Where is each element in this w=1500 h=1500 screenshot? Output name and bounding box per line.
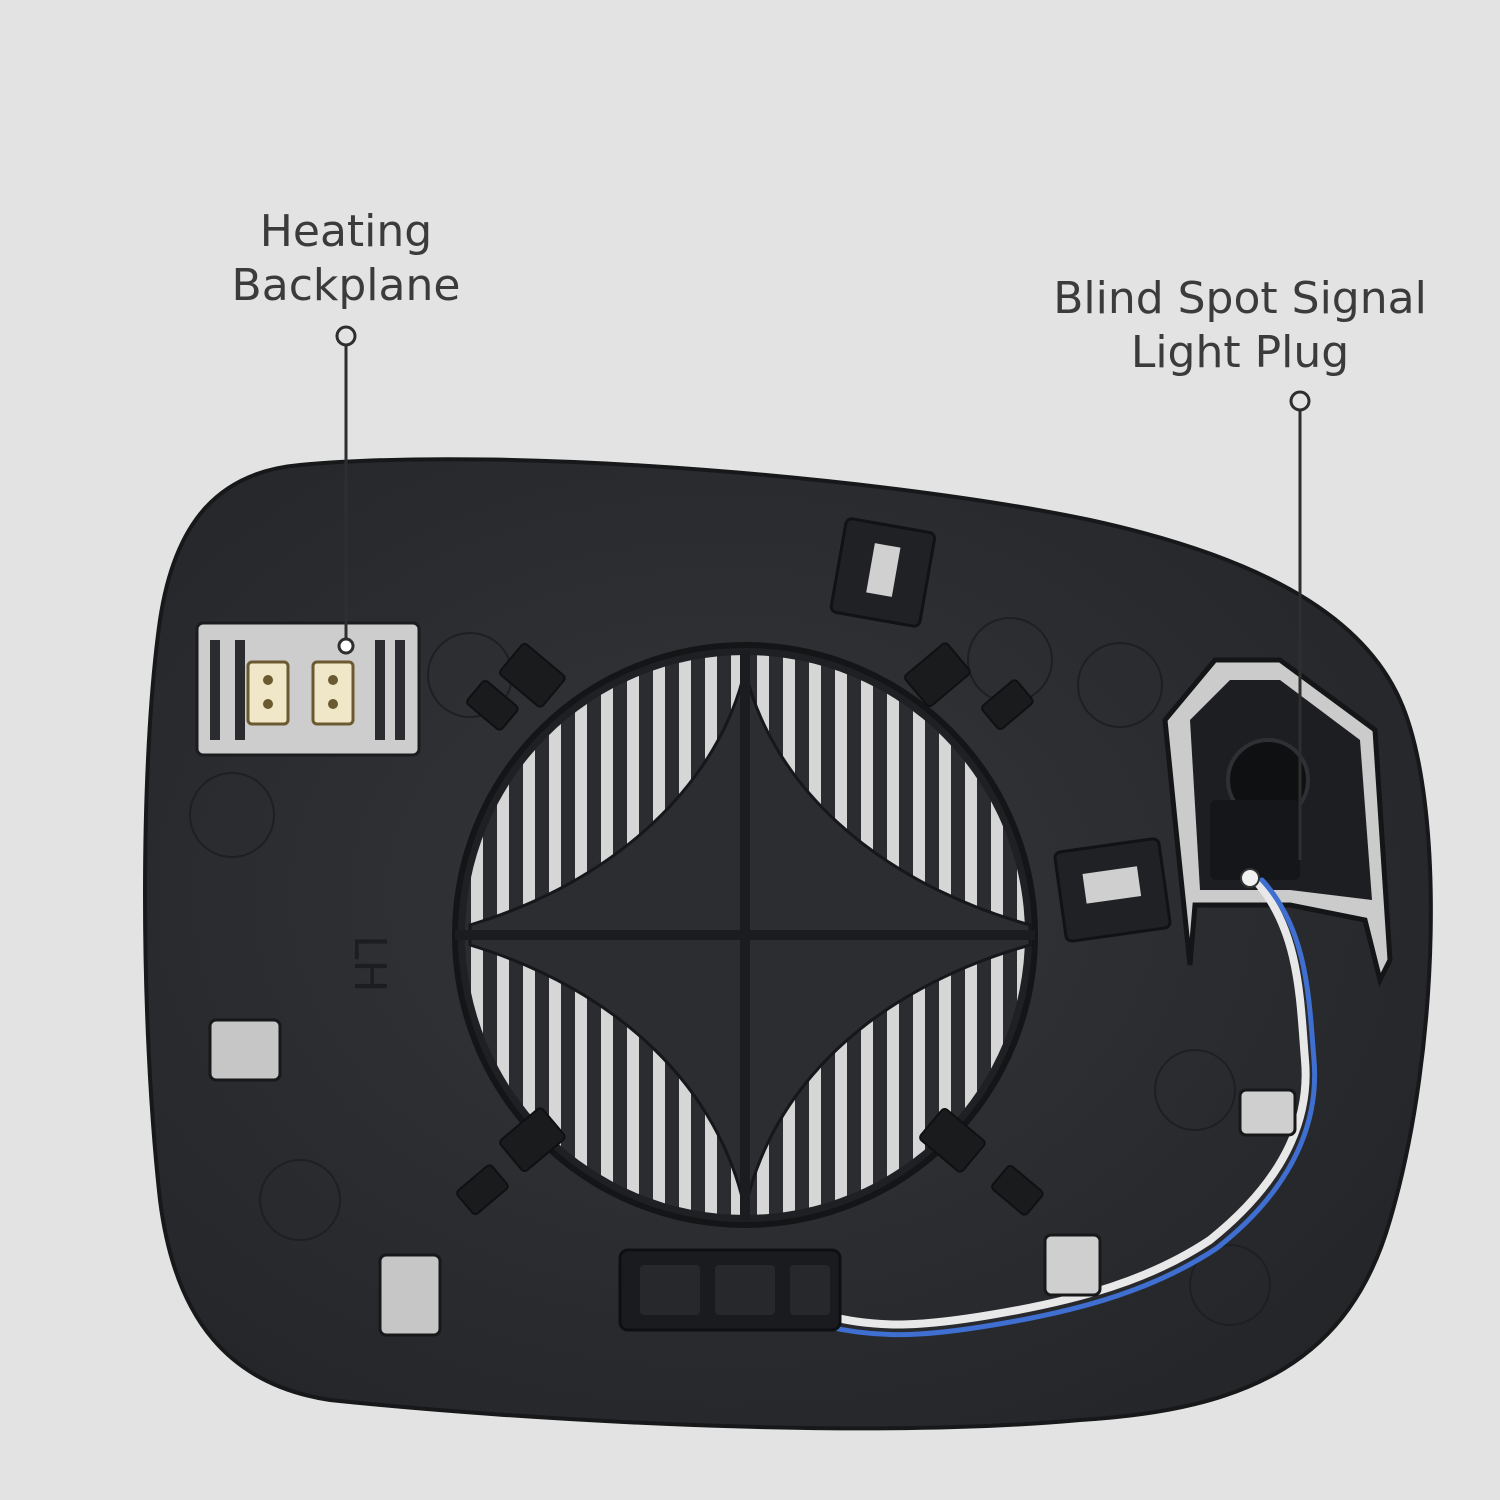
left-clip-upper [208,1018,282,1082]
heating-label-line-1: Heating [259,206,433,257]
top-clip [829,517,937,628]
heating-terminal-right [311,660,355,726]
center-mount-ring [452,642,1044,1228]
heating-terminal-left [246,660,290,726]
wire-clip-lower [1043,1233,1102,1297]
callout-leaders [335,325,1311,860]
side-clip [1053,837,1172,943]
blind-spot-label-line-1: Blind Spot Signal [1053,273,1427,324]
blind-spot-label-line-2: Light Plug [1130,327,1350,378]
heating-label-line-2: Backplane [231,260,461,311]
wire-clip-upper [1238,1088,1297,1137]
heating-backplane-label: Heating Backplane [200,205,492,313]
signal-wires [821,876,1318,1338]
blind-spot-light-housing [1162,657,1393,988]
embossed-lh-mark: LH [344,935,395,993]
bottom-connector [618,1248,842,1332]
left-clip-lower [378,1253,442,1337]
heating-backplane-window [195,621,421,757]
blind-spot-signal-plug-label: Blind Spot Signal Light Plug [1010,272,1470,380]
